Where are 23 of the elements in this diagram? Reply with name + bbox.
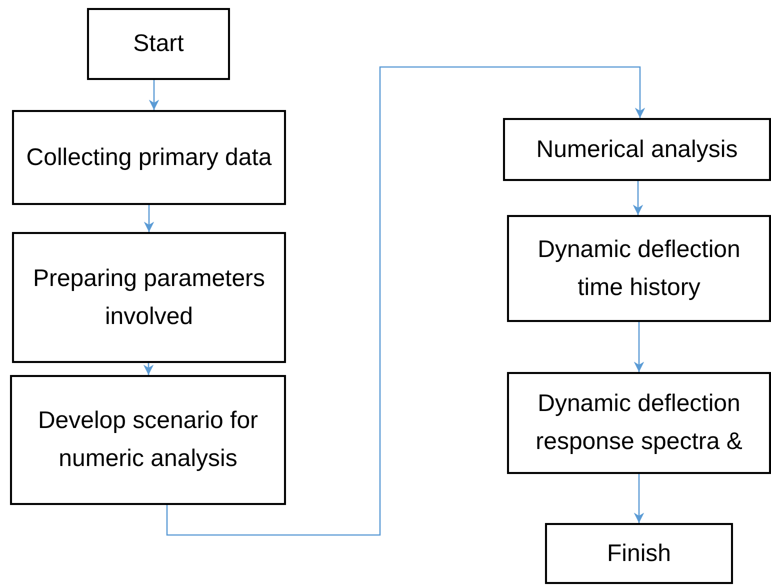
- arrow: [166, 66, 646, 536]
- arrow: [632, 181, 644, 215]
- arrow: [634, 322, 644, 372]
- step-label: Start: [133, 29, 184, 59]
- step-label: Finish: [606, 538, 672, 568]
- process-box: [12, 110, 286, 205]
- process-box: [507, 215, 771, 322]
- process-box: [10, 375, 286, 505]
- step-label: Numerical analysis: [536, 134, 738, 164]
- process-box: [503, 118, 771, 181]
- step-label: Develop scenario for numeric analysis: [36, 406, 260, 474]
- process-box: [12, 232, 286, 363]
- arrow: [634, 474, 644, 523]
- process-box: [507, 372, 771, 474]
- step-label: Preparing parameters involved: [32, 264, 266, 332]
- arrow: [148, 80, 160, 110]
- process-box: [545, 523, 733, 584]
- arrow: [144, 205, 154, 232]
- step-label: Collecting primary data: [26, 142, 272, 172]
- step-label: Dynamic deflection response spectra &: [534, 389, 744, 457]
- process-box: [87, 8, 230, 80]
- step-label: Dynamic deflection time history: [536, 234, 742, 302]
- arrow: [143, 363, 154, 375]
